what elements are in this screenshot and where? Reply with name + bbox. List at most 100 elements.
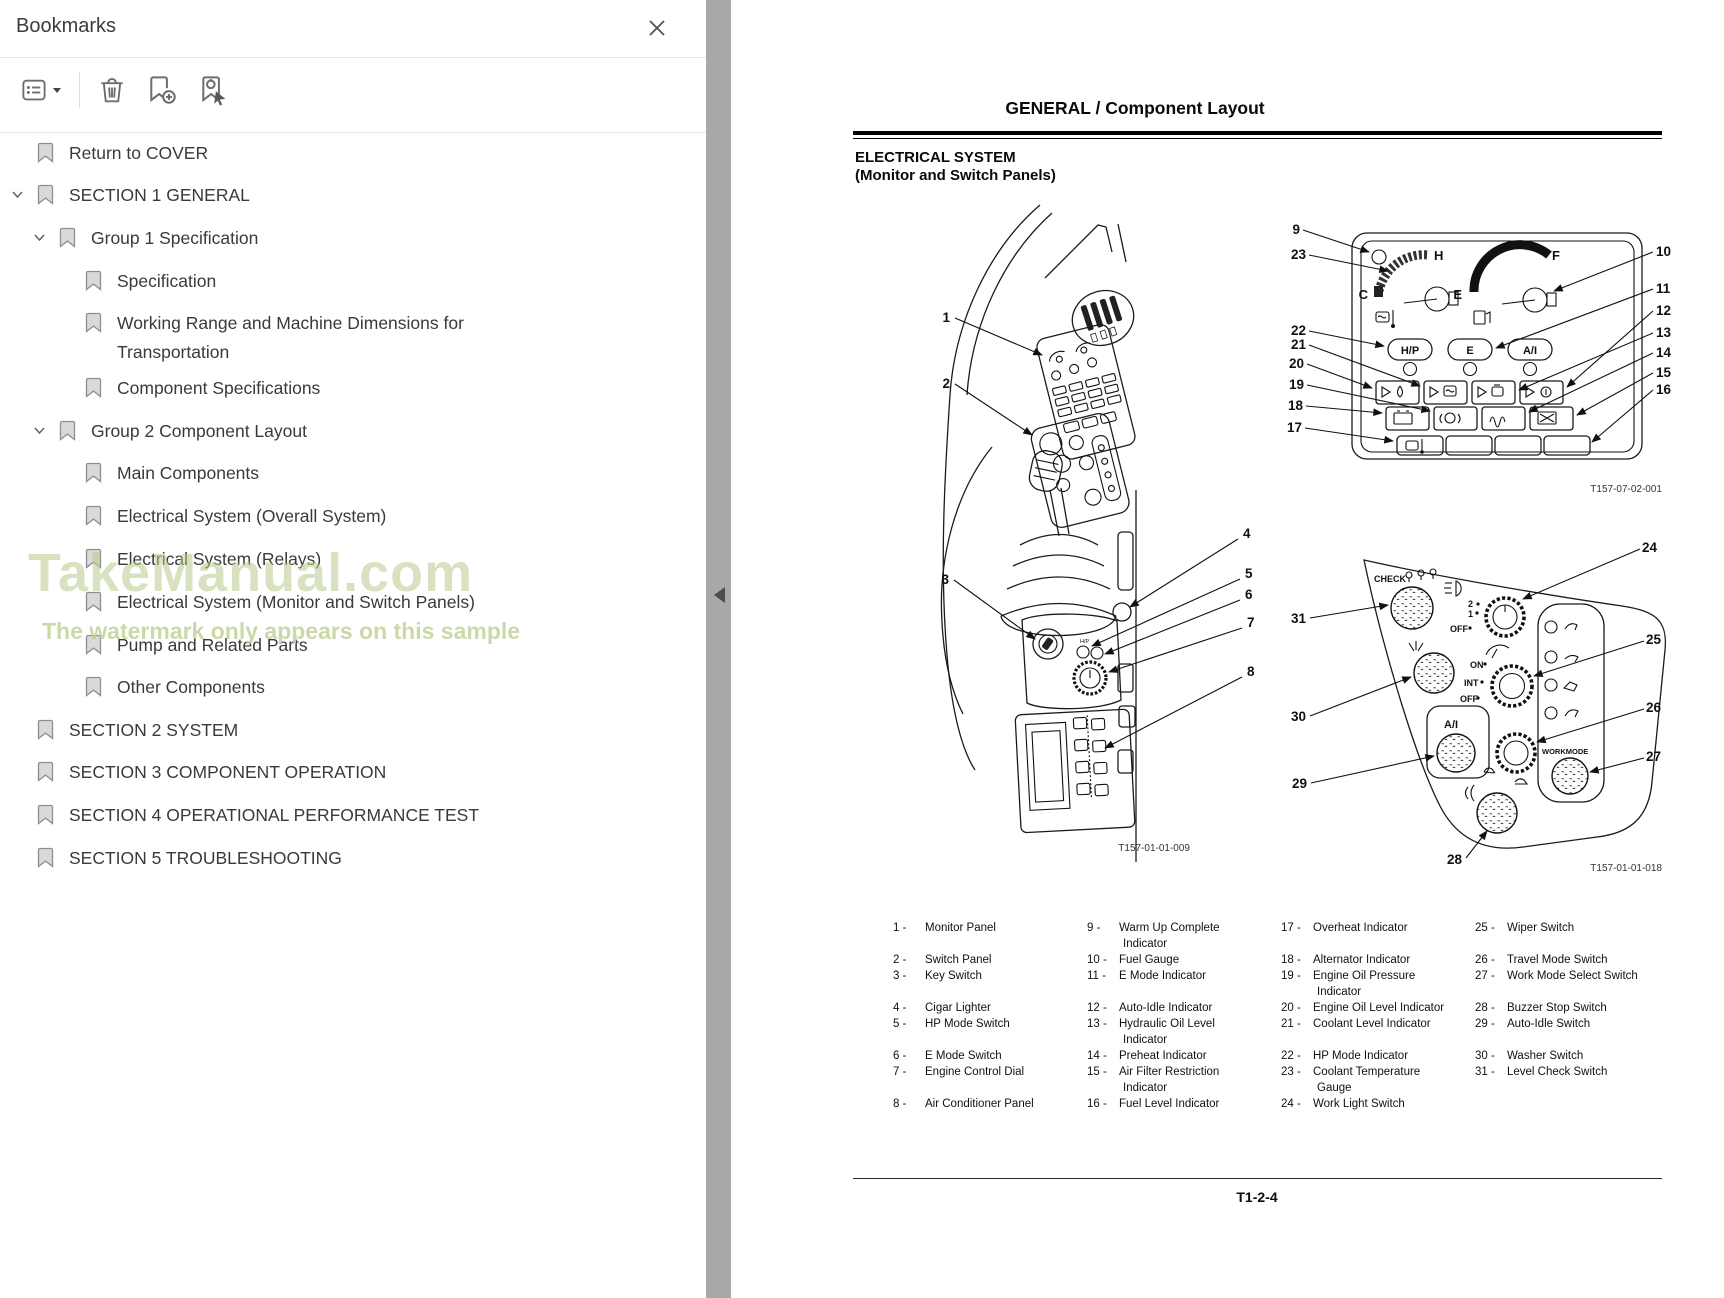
bookmark-icon — [36, 844, 55, 874]
parts-list-line — [1475, 1096, 1638, 1112]
divider — [0, 132, 706, 133]
parts-list-column: 17 -Overheat Indicator 18 -Alternator In… — [1281, 920, 1444, 1112]
bookmark-item-section-3[interactable]: SECTION 3 COMPONENT OPERATION — [10, 758, 386, 788]
bookmark-item-section-4[interactable]: SECTION 4 OPERATIONAL PERFORMANCE TEST — [10, 801, 479, 831]
page-header: GENERAL / Component Layout — [1005, 98, 1265, 118]
key-switch-panel: H/P — [1021, 613, 1122, 710]
bookmark-locate-icon — [202, 76, 226, 106]
bookmark-item-electrical-overall[interactable]: Electrical System (Overall System) — [58, 502, 386, 532]
part-number: 13 - — [1087, 1018, 1107, 1030]
bookmark-item-section-1[interactable]: SECTION 1 GENERAL — [10, 181, 250, 211]
bookmark-item-component-specifications[interactable]: Component Specifications — [58, 374, 320, 404]
chevron-spacer — [58, 588, 84, 594]
hp-mode-switch — [1076, 645, 1090, 659]
part-number: 12 - — [1087, 1002, 1107, 1014]
part-number: 5 - — [893, 1018, 907, 1030]
parts-list-line — [893, 1032, 1034, 1048]
parts-list-line: 16 -Fuel Level Indicator — [1087, 1096, 1220, 1112]
page-number: T1-2-4 — [1236, 1189, 1278, 1205]
collapse-panel-icon[interactable] — [706, 574, 731, 616]
part-label: Air Conditioner Panel — [925, 1098, 1034, 1110]
bookmark-item-specification[interactable]: Specification — [58, 267, 216, 297]
bookmark-item-main-components[interactable]: Main Components — [58, 459, 259, 489]
svg-text:1: 1 — [942, 310, 950, 325]
bookmark-item-working-range[interactable]: Working Range and Machine Dimensions for… — [58, 309, 547, 367]
svg-text:22: 22 — [1291, 323, 1306, 338]
part-label: Buzzer Stop Switch — [1507, 1002, 1607, 1014]
bookmark-label: Pump and Related Parts — [117, 635, 308, 655]
parts-list-line: 8 -Air Conditioner Panel — [893, 1096, 1034, 1112]
parts-list-line: 22 -HP Mode Indicator — [1281, 1048, 1444, 1064]
bookmark-item-other-components[interactable]: Other Components — [58, 673, 265, 703]
bookmark-item-electrical-relays[interactable]: Electrical System (Relays) — [58, 545, 321, 575]
part-label: Indicator — [1123, 1034, 1168, 1046]
part-number: 1 - — [893, 922, 907, 934]
travel-mode-switch — [1483, 732, 1537, 785]
figure-code: T157-01-01-009 — [1118, 843, 1190, 854]
parts-list-line: 26 -Travel Mode Switch — [1475, 952, 1638, 968]
chevron-spacer — [10, 801, 36, 807]
parts-list-line: 12 -Auto-Idle Indicator — [1087, 1000, 1220, 1016]
svg-text:F: F — [1552, 248, 1560, 263]
bookmark-item-pump-related-parts[interactable]: Pump and Related Parts — [58, 631, 308, 661]
work-mode-select-switch: WORKMODE — [1537, 603, 1605, 803]
chevron-spacer — [58, 309, 84, 315]
bookmark-icon — [84, 545, 103, 575]
chevron-spacer — [58, 502, 84, 508]
parts-list-line — [1281, 1032, 1444, 1048]
bookmark-item-group-1[interactable]: Group 1 Specification — [32, 224, 258, 254]
part-number: 29 - — [1475, 1018, 1495, 1030]
panel-resize-gutter[interactable] — [706, 0, 731, 1298]
svg-text:ON: ON — [1470, 660, 1484, 670]
bookmark-item-group-2[interactable]: Group 2 Component Layout — [32, 417, 307, 447]
part-label: Work Mode Select Switch — [1507, 970, 1638, 982]
bookmark-item-electrical-monitor-switch[interactable]: Electrical System (Monitor and Switch Pa… — [58, 588, 475, 618]
parts-list-line: 31 -Level Check Switch — [1475, 1064, 1638, 1080]
part-label: Engine Oil Level Indicator — [1313, 1002, 1445, 1014]
svg-text:3: 3 — [941, 572, 949, 587]
add-bookmark-button[interactable] — [139, 71, 185, 109]
svg-text:WORKMODE: WORKMODE — [1542, 747, 1588, 756]
parts-list-line — [1281, 936, 1444, 952]
bookmark-item-section-2[interactable]: SECTION 2 SYSTEM — [10, 716, 238, 746]
bookmark-label: SECTION 4 OPERATIONAL PERFORMANCE TEST — [69, 805, 480, 825]
locate-bookmark-button[interactable] — [191, 71, 237, 109]
warm-up-indicator-lamp — [1371, 249, 1387, 265]
bookmark-label: Main Components — [117, 463, 260, 483]
bookmark-item-return-to-cover[interactable]: Return to COVER — [10, 139, 208, 169]
bookmark-icon — [58, 417, 77, 447]
figure-code: T157-01-01-018 — [1590, 863, 1662, 874]
chevron-down-icon[interactable] — [32, 224, 58, 245]
delete-bookmark-button[interactable] — [91, 72, 133, 108]
chevron-down-icon[interactable] — [10, 181, 36, 202]
part-number: 26 - — [1475, 954, 1495, 966]
chevron-down-icon[interactable] — [32, 417, 58, 438]
parts-list-line: 23 -Coolant Temperature — [1281, 1064, 1444, 1080]
bookmark-label: Working Range and Machine Dimensions for… — [117, 313, 464, 362]
part-number: 20 - — [1281, 1002, 1301, 1014]
bookmark-icon — [84, 588, 103, 618]
close-icon[interactable] — [644, 16, 670, 42]
parts-list-line: 6 -E Mode Switch — [893, 1048, 1034, 1064]
chevron-spacer — [58, 374, 84, 380]
washer-switch — [1408, 641, 1455, 694]
svg-text:2: 2 — [942, 376, 950, 391]
bookmark-label: SECTION 2 SYSTEM — [69, 720, 239, 740]
bookmark-icon — [84, 309, 103, 339]
switch-callouts: 31 30 29 28 24 25 26 27 — [1291, 540, 1662, 867]
part-label: Overheat Indicator — [1313, 922, 1408, 934]
part-number: 25 - — [1475, 922, 1495, 934]
e-mode-switch — [1090, 646, 1104, 660]
console-diagram: H/P — [940, 204, 1255, 862]
bookmark-item-section-5[interactable]: SECTION 5 TROUBLESHOOTING — [10, 844, 342, 874]
footer-rule — [853, 1178, 1662, 1179]
svg-text:CHECK: CHECK — [1374, 574, 1407, 584]
parts-list-line: 13 -Hydraulic Oil Level — [1087, 1016, 1220, 1032]
svg-text:30: 30 — [1291, 709, 1306, 724]
bookmark-add-icon — [150, 76, 176, 104]
chevron-down-icon — [53, 88, 61, 93]
parts-list-line: Indicator — [1087, 1032, 1220, 1048]
bookmarks-panel: Bookmarks — [0, 0, 707, 1298]
bookmark-options-button[interactable] — [13, 73, 68, 107]
